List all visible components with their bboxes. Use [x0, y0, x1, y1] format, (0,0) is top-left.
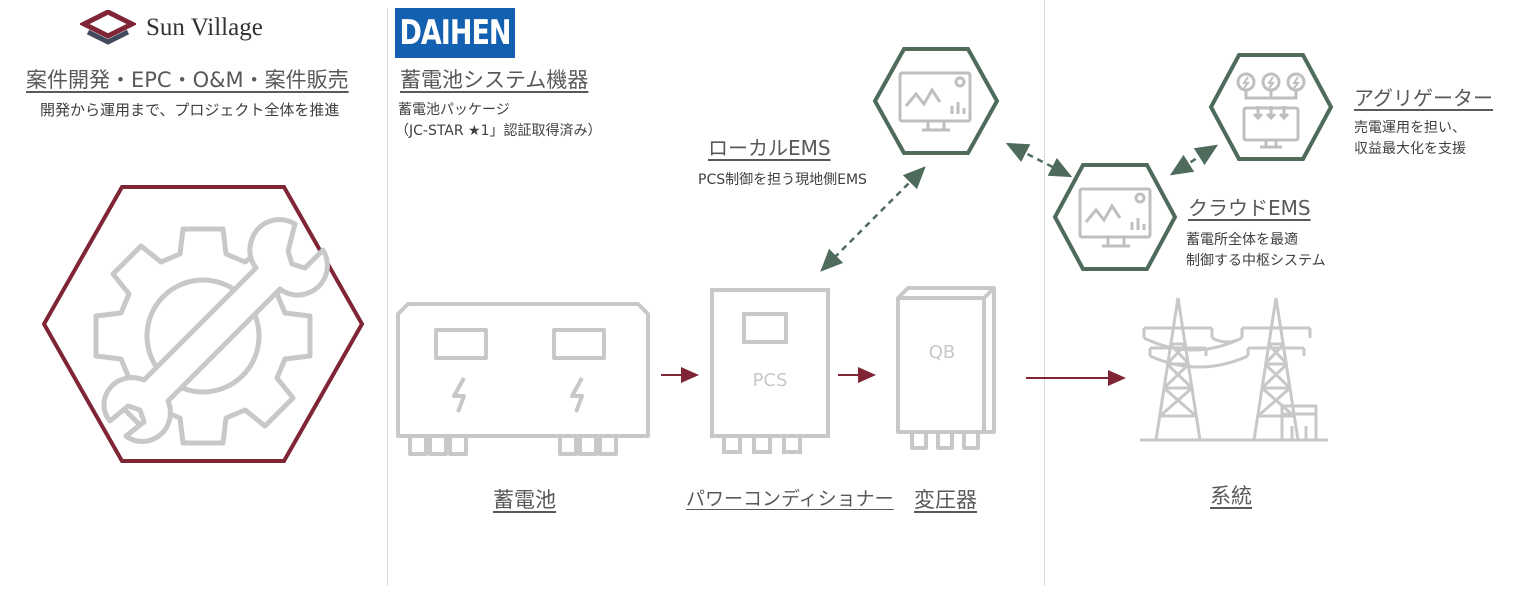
local-ems-title: ローカルEMS — [708, 136, 831, 160]
left-title: 案件開発・EPC・O&M・案件販売 — [26, 68, 349, 92]
aggregation-icon — [1236, 72, 1306, 149]
cloud-ems-hexagon — [1052, 163, 1178, 271]
transformer-label: 変圧器 — [914, 488, 977, 512]
pcs-icon: PCS — [710, 288, 830, 454]
sun-village-logo-icon — [80, 10, 136, 45]
transformer-text: QB — [929, 342, 956, 363]
section-divider-right — [1044, 0, 1045, 586]
link-local-cloud-ems — [1005, 142, 1073, 178]
sun-village-brand: Sun Village — [146, 14, 263, 41]
transformer-icon: QB — [896, 286, 996, 450]
package-line1: 蓄電池パッケージ — [398, 102, 510, 118]
package-line2: （JC-STAR ★1」認証取得済み） — [395, 123, 602, 139]
daihen-brand: DAIHEN — [399, 13, 512, 53]
cloud-ems-desc-line1: 蓄電所全体を最適 — [1186, 232, 1298, 248]
left-description: 開発から運用まで、プロジェクト全体を推進 — [40, 101, 340, 119]
monitor-analytics-icon — [898, 71, 972, 132]
aggregator-hexagon — [1208, 53, 1334, 161]
pcs-text: PCS — [753, 370, 788, 391]
cloud-ems-desc-line2: 制御する中枢システム — [1186, 253, 1326, 269]
cloud-ems-title: クラウドEMS — [1188, 196, 1311, 220]
pcs-label: パワーコンディショナー — [686, 488, 894, 510]
grid-label: 系統 — [1210, 484, 1252, 508]
daihen-logo: DAIHEN — [395, 8, 515, 58]
local-ems-hexagon — [872, 47, 1000, 155]
transmission-tower-icon — [1140, 297, 1328, 442]
aggregator-desc-line2: 収益最大化を支援 — [1354, 141, 1466, 157]
gear-wrench-icon — [93, 217, 330, 446]
link-local-ems-pcs — [820, 166, 926, 272]
middle-title: 蓄電池システム機器 — [400, 68, 589, 92]
battery-icon — [396, 302, 650, 456]
om-hexagon — [41, 185, 365, 463]
aggregator-title: アグリゲーター — [1354, 86, 1493, 110]
monitor-analytics-icon — [1078, 187, 1152, 248]
aggregator-desc-line1: 売電運用を担い、 — [1354, 120, 1466, 136]
battery-label: 蓄電池 — [493, 488, 556, 512]
section-divider-left — [387, 8, 388, 586]
link-cloud-aggregator — [1169, 144, 1219, 176]
